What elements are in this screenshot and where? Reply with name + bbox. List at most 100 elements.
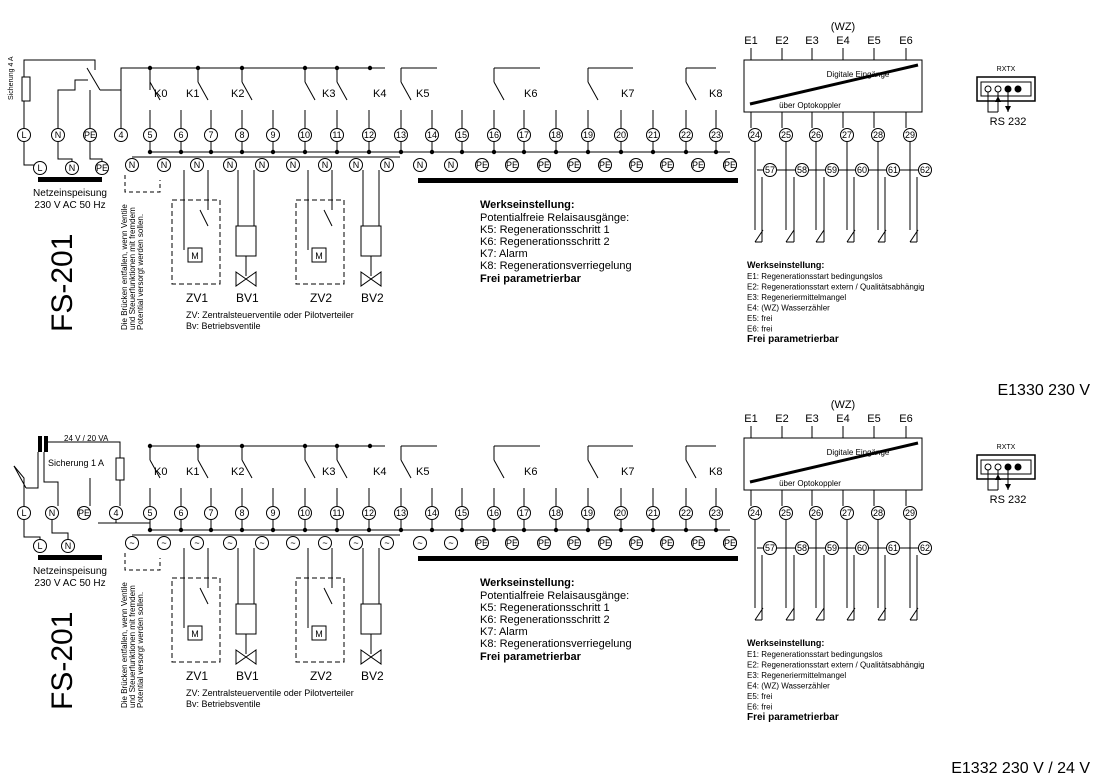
terminal-label: 5: [147, 130, 152, 140]
terminal-top: [679, 128, 693, 142]
terminal-top: [646, 506, 660, 520]
relay-contact: [197, 459, 209, 479]
terminal-label: 17: [519, 508, 529, 518]
junction-dot: [553, 527, 559, 533]
terminal-label: N: [353, 160, 360, 170]
motor-label: M: [191, 629, 199, 639]
terminal-label: PE: [661, 160, 673, 170]
terminal-label: 61: [888, 165, 898, 175]
terminal-bottom: [223, 158, 237, 172]
fuse-label: Sicherung 1 A: [48, 458, 104, 468]
terminal-top: [298, 506, 312, 520]
terminal-label: L: [21, 508, 26, 518]
terminal-bottom: [413, 536, 427, 550]
terminal-label: 58: [797, 165, 807, 175]
terminal-top: [235, 506, 249, 520]
terminal-bottom: [629, 158, 643, 172]
terminal-bottom: [660, 536, 674, 550]
terminal-top: [614, 506, 628, 520]
relay-contact: [304, 459, 316, 479]
junction-dot: [491, 527, 497, 533]
input-line: E4: (WZ) Wasserzähler: [747, 682, 830, 691]
terminal-top: [517, 128, 531, 142]
factory-line: K8: Regenerationsverriegelung: [480, 260, 632, 272]
valve-label: ZV1: [186, 291, 208, 305]
junction-dot: [713, 149, 719, 155]
terminal-label: ~: [161, 538, 166, 548]
junction-dot: [618, 527, 624, 533]
junction-dot: [683, 149, 689, 155]
relay-label: K3: [322, 466, 335, 478]
terminal-label: 20: [616, 508, 626, 518]
valve-dashed-box: [295, 577, 345, 663]
terminal-label: 9: [270, 130, 275, 140]
terminal-bottom: [567, 536, 581, 550]
relay-label: K6: [524, 466, 537, 478]
input-terminal-2: [918, 541, 932, 555]
terminal-label: PE: [661, 538, 673, 548]
junction-dot: [585, 527, 591, 533]
terminal-bottom: [475, 158, 489, 172]
terminal-label: PE: [538, 538, 550, 548]
relay-label: K2: [231, 88, 244, 100]
terminal-label: 14: [427, 508, 437, 518]
factory-footer: Frei parametrierbar: [480, 273, 582, 285]
feed-wire: [57, 79, 88, 128]
terminal-label: N: [227, 160, 234, 170]
input-terminal-2: [825, 163, 839, 177]
input-switch: [815, 229, 825, 243]
terminal-top: [487, 506, 501, 520]
junction-dot: [521, 527, 527, 533]
relay-contact: [149, 459, 161, 479]
valve-label: ZV2: [310, 291, 332, 305]
junction-dot: [491, 149, 497, 155]
junction-dot: [208, 149, 214, 155]
relay-label: K7: [621, 88, 634, 100]
terminal-bottom: [660, 158, 674, 172]
terminal-top: [549, 128, 563, 142]
junction-dot: [650, 149, 656, 155]
junction-dot: [270, 149, 276, 155]
terminal-top: [517, 506, 531, 520]
input-terminal-2: [855, 541, 869, 555]
valve-contact: [323, 587, 333, 605]
supply-terminal-bottom: [95, 161, 109, 175]
terminal-label: 4: [118, 130, 123, 140]
terminal-label: L: [37, 541, 42, 551]
transformer-core: [38, 436, 42, 452]
valve-label: ZV1: [186, 669, 208, 683]
terminal-label: 61: [888, 543, 898, 553]
terminal-label: PE: [599, 538, 611, 548]
terminal-label: 29: [905, 508, 915, 518]
valve-label: BV2: [361, 291, 384, 305]
relay-label: K4: [373, 466, 386, 478]
relay-label: K7: [621, 466, 634, 478]
terminal-label: 7: [208, 508, 213, 518]
terminal-top: [549, 506, 563, 520]
relay-label: K2: [231, 466, 244, 478]
rs232-arrow: [995, 96, 1001, 102]
terminal-top: [614, 128, 628, 142]
input-terminal: [779, 128, 793, 142]
terminal-label: 60: [857, 165, 867, 175]
legend-line: Bv: Betriebsventile: [186, 699, 261, 709]
bridge-dashed: [124, 553, 161, 571]
terminal-label: N: [49, 508, 56, 518]
relay-contact: [400, 459, 412, 479]
relay-label: K0: [154, 88, 167, 100]
terminal-bottom: [691, 158, 705, 172]
relay-contact: [304, 81, 316, 101]
terminal-top: [709, 128, 723, 142]
terminal-bottom: [505, 158, 519, 172]
terminal-bottom: [629, 536, 643, 550]
input-label: E5: [867, 413, 880, 425]
junction-dot: [618, 149, 624, 155]
terminal-label: 10: [300, 508, 310, 518]
junction-dot: [429, 527, 435, 533]
relay-contact: [493, 459, 505, 479]
input-switch: [754, 607, 764, 621]
terminal-label: ~: [384, 538, 389, 548]
factory-line: K7: Alarm: [480, 626, 528, 638]
optocoupler-diagonal: [749, 63, 919, 106]
junction-dot: [239, 527, 245, 533]
